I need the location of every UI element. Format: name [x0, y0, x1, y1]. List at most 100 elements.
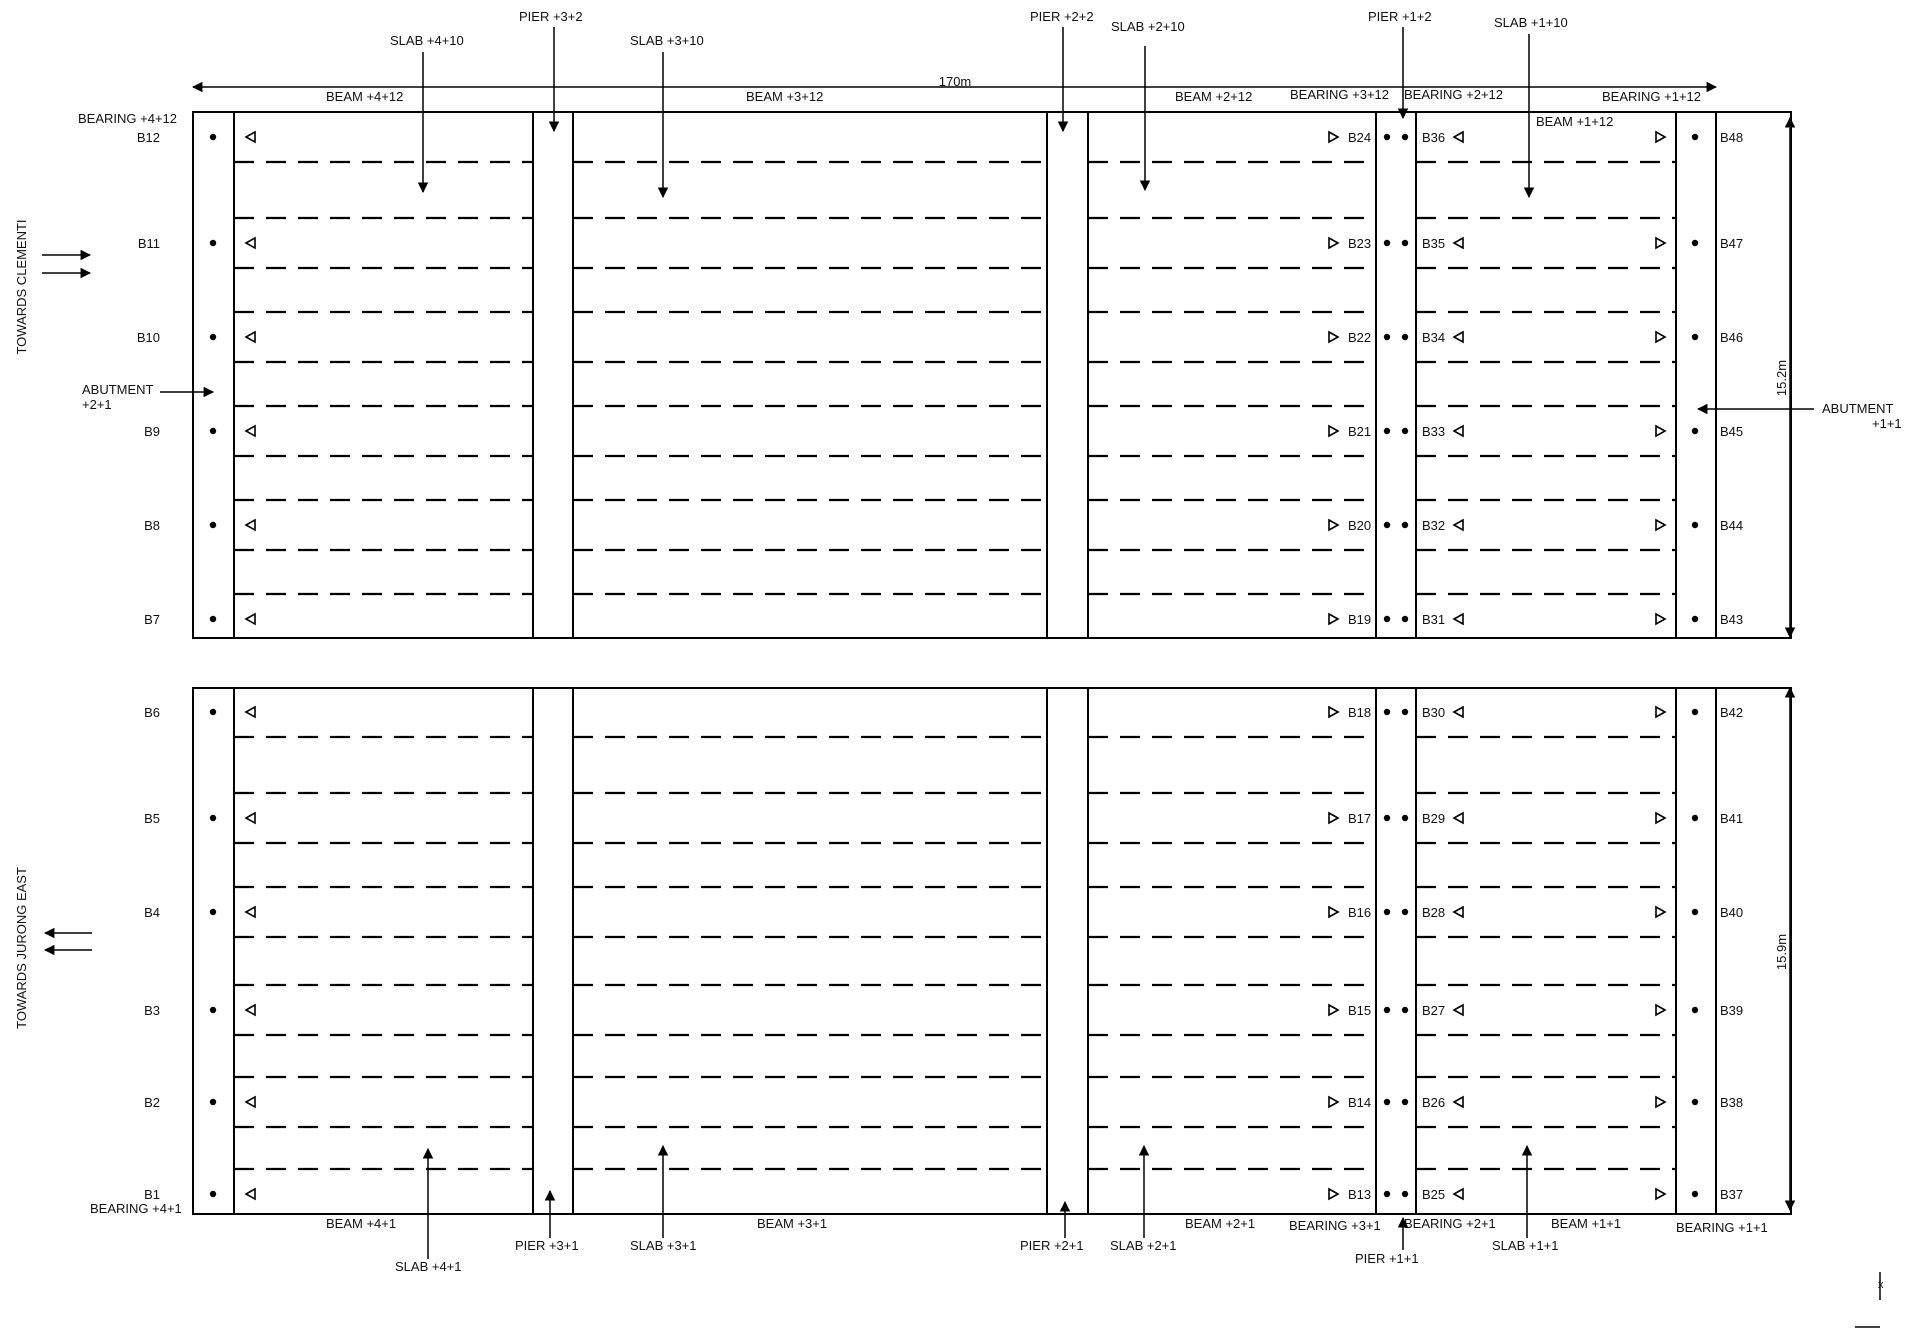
bearing-label: B20	[1348, 518, 1371, 533]
bearing-triangle	[1452, 905, 1464, 919]
bearing-triangle	[1328, 518, 1340, 532]
bearing-triangle	[1655, 424, 1667, 438]
bearing-triangle	[1452, 518, 1464, 532]
beam-2-1-label: BEAM +2+1	[1185, 1216, 1255, 1231]
bearing-point	[209, 427, 217, 435]
bearing-label: B41	[1720, 811, 1743, 826]
bearing-triangle	[1655, 612, 1667, 626]
bearing-triangle	[1328, 612, 1340, 626]
bearing-triangle	[1328, 424, 1340, 438]
beam-3-12-label: BEAM +3+12	[746, 89, 823, 104]
bearing-triangle	[1328, 236, 1340, 250]
bearing-point	[209, 814, 217, 822]
slab-4-1-label: SLAB +4+1	[395, 1259, 462, 1274]
bearing-triangle	[1655, 1003, 1667, 1017]
bearing-label: B33	[1422, 424, 1445, 439]
bearing-point	[1383, 908, 1391, 916]
bearing-point	[209, 1006, 217, 1014]
bearing-point	[1691, 1190, 1699, 1198]
bearing-point	[1383, 1006, 1391, 1014]
pier-3-1-label: PIER +3+1	[515, 1238, 579, 1253]
bearing-label: B13	[1348, 1187, 1371, 1202]
bearing-label: B21	[1348, 424, 1371, 439]
bearing-label: B38	[1720, 1095, 1743, 1110]
length-dimension-label: 170m	[939, 74, 972, 89]
bearing-triangle	[1655, 811, 1667, 825]
bearing-point	[1383, 615, 1391, 623]
bearing-label: B26	[1422, 1095, 1445, 1110]
slab-3-1-label: SLAB +3+1	[630, 1238, 697, 1253]
bearing-2-1-label: BEARING +2+1	[1404, 1216, 1496, 1231]
slab-2-10-label: SLAB +2+10	[1111, 19, 1185, 34]
beam-4-1-label: BEAM +4+1	[326, 1216, 396, 1231]
bearing-point	[1383, 427, 1391, 435]
bearing-triangle	[1452, 1095, 1464, 1109]
bearing-triangle	[244, 905, 256, 919]
bearing-triangle	[1452, 612, 1464, 626]
axis-marker: x	[1855, 1272, 1884, 1328]
bearing-triangle	[1452, 1187, 1464, 1201]
bearing-point	[1401, 615, 1409, 623]
bearing-triangle	[244, 330, 256, 344]
pier-1-2-label: PIER +1+2	[1368, 9, 1432, 24]
bearing-triangle	[1452, 130, 1464, 144]
bearing-label: B17	[1348, 811, 1371, 826]
direction-label-clementi: TOWARDS CLEMENTI	[14, 219, 29, 354]
bearing-label: B28	[1422, 905, 1445, 920]
abutment-right-line-2: +1+1	[1872, 416, 1902, 431]
bearing-triangle	[244, 130, 256, 144]
bearing-point	[209, 708, 217, 716]
bearing-point	[1691, 239, 1699, 247]
bearing-triangle	[1655, 705, 1667, 719]
bearing-label: B39	[1720, 1003, 1743, 1018]
bearing-point	[1401, 1006, 1409, 1014]
bearing-4-12-label: BEARING +4+12	[78, 111, 177, 126]
bearing-point	[209, 908, 217, 916]
bearing-triangle	[244, 1003, 256, 1017]
pier-1-1-label: PIER +1+1	[1355, 1251, 1419, 1266]
bearing-triangle	[1452, 811, 1464, 825]
bearing-point	[1383, 521, 1391, 529]
bearing-triangle	[1655, 1187, 1667, 1201]
beam-4-12-label: BEAM +4+12	[326, 89, 403, 104]
bearing-point	[1691, 1098, 1699, 1106]
bearing-point	[1401, 239, 1409, 247]
bearing-triangle	[1655, 330, 1667, 344]
bearing-point	[1401, 333, 1409, 341]
bearing-label: B46	[1720, 330, 1743, 345]
bearing-label: B15	[1348, 1003, 1371, 1018]
bearing-triangle	[1655, 130, 1667, 144]
bearing-triangle	[1452, 236, 1464, 250]
slab-1-10-label: SLAB +1+10	[1494, 15, 1568, 30]
bearing-label: B40	[1720, 905, 1743, 920]
bearing-triangle	[1655, 518, 1667, 532]
bearing-point	[1691, 333, 1699, 341]
slab-3-10-label: SLAB +3+10	[630, 33, 704, 48]
bearing-triangle	[1452, 1003, 1464, 1017]
bearing-triangle	[244, 1095, 256, 1109]
bearing-label: B32	[1422, 518, 1445, 533]
bearing-triangle	[1328, 1003, 1340, 1017]
beam-1-12-label: BEAM +1+12	[1536, 114, 1613, 129]
bearing-label: B14	[1348, 1095, 1371, 1110]
bearing-point	[209, 333, 217, 341]
bearing-label: B35	[1422, 236, 1445, 251]
bearing-point	[1691, 1006, 1699, 1014]
bearing-triangle	[1328, 1095, 1340, 1109]
bearing-label: B5	[144, 811, 160, 826]
pier-2-2-label: PIER +2+2	[1030, 9, 1094, 24]
width-dimension-label-top: 15.2m	[1774, 360, 1789, 396]
bearing-point	[209, 1190, 217, 1198]
bearing-3-12-label: BEARING +3+12	[1290, 87, 1389, 102]
pier-3-2-label: PIER +3+2	[519, 9, 583, 24]
bearing-point	[1691, 133, 1699, 141]
bearing-label: B1	[144, 1187, 160, 1202]
beam-1-1-label: BEAM +1+1	[1551, 1216, 1621, 1231]
bearing-triangle	[244, 424, 256, 438]
bearing-point	[1691, 427, 1699, 435]
bearing-point	[209, 239, 217, 247]
bearing-point	[1401, 1098, 1409, 1106]
bearing-label: B42	[1720, 705, 1743, 720]
bearing-label: B23	[1348, 236, 1371, 251]
